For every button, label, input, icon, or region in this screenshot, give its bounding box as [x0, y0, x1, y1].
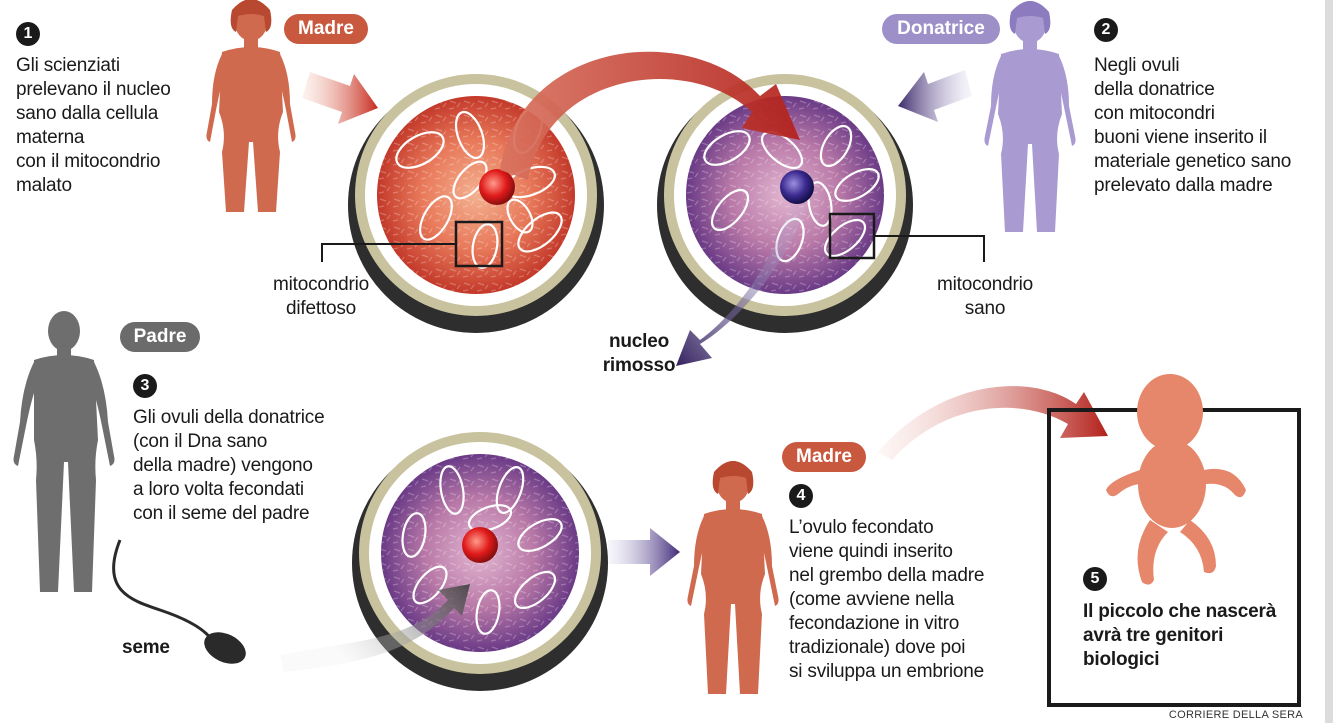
mother-to-egg-arrow: [302, 72, 378, 124]
right-edge-bar: [1325, 0, 1333, 723]
step3-number: 3: [133, 374, 157, 398]
step1-number: 1: [16, 22, 40, 46]
step4-number: 4: [789, 484, 813, 508]
pregnancy-to-baby-arrow: [878, 386, 1108, 460]
donor-to-egg-arrow: [898, 70, 972, 122]
mother-figure-icon: [206, 0, 295, 212]
step2-number: 2: [1094, 18, 1118, 42]
defective-mitochondrion-label: mitocondrio difettoso: [256, 273, 386, 321]
sperm-label: seme: [122, 636, 170, 660]
egg-to-mother-arrow: [608, 528, 680, 576]
nucleus-removed-label: nucleo rimosso: [598, 330, 680, 378]
healthy-mitochondrion-label: mitocondrio sano: [920, 273, 1050, 321]
mother-figure-small-icon: [687, 461, 778, 694]
donor-label: Donatrice: [882, 14, 1000, 44]
father-figure-icon: [14, 311, 115, 592]
step1-description: Gli scienziati prelevano il nucleo sano …: [16, 54, 171, 198]
step3-description: Gli ovuli della donatrice (con il Dna sa…: [133, 406, 324, 526]
step5-number: 5: [1083, 567, 1107, 591]
step5-description: Il piccolo che nascerà avrà tre genitori…: [1083, 600, 1276, 672]
mother-label-step4: Madre: [782, 442, 866, 472]
fertilized-egg: [352, 432, 608, 691]
baby-icon: [1106, 374, 1246, 585]
credit-footer: CORRIERE DELLA SERA: [1169, 709, 1303, 721]
mother-label: Madre: [284, 14, 368, 44]
step4-description: L’ovulo fecondato viene quindi inserito …: [789, 516, 984, 684]
mother-egg: [348, 74, 604, 333]
step2-description: Negli ovuli della donatrice con mitocond…: [1094, 54, 1291, 198]
father-label: Padre: [120, 322, 200, 352]
